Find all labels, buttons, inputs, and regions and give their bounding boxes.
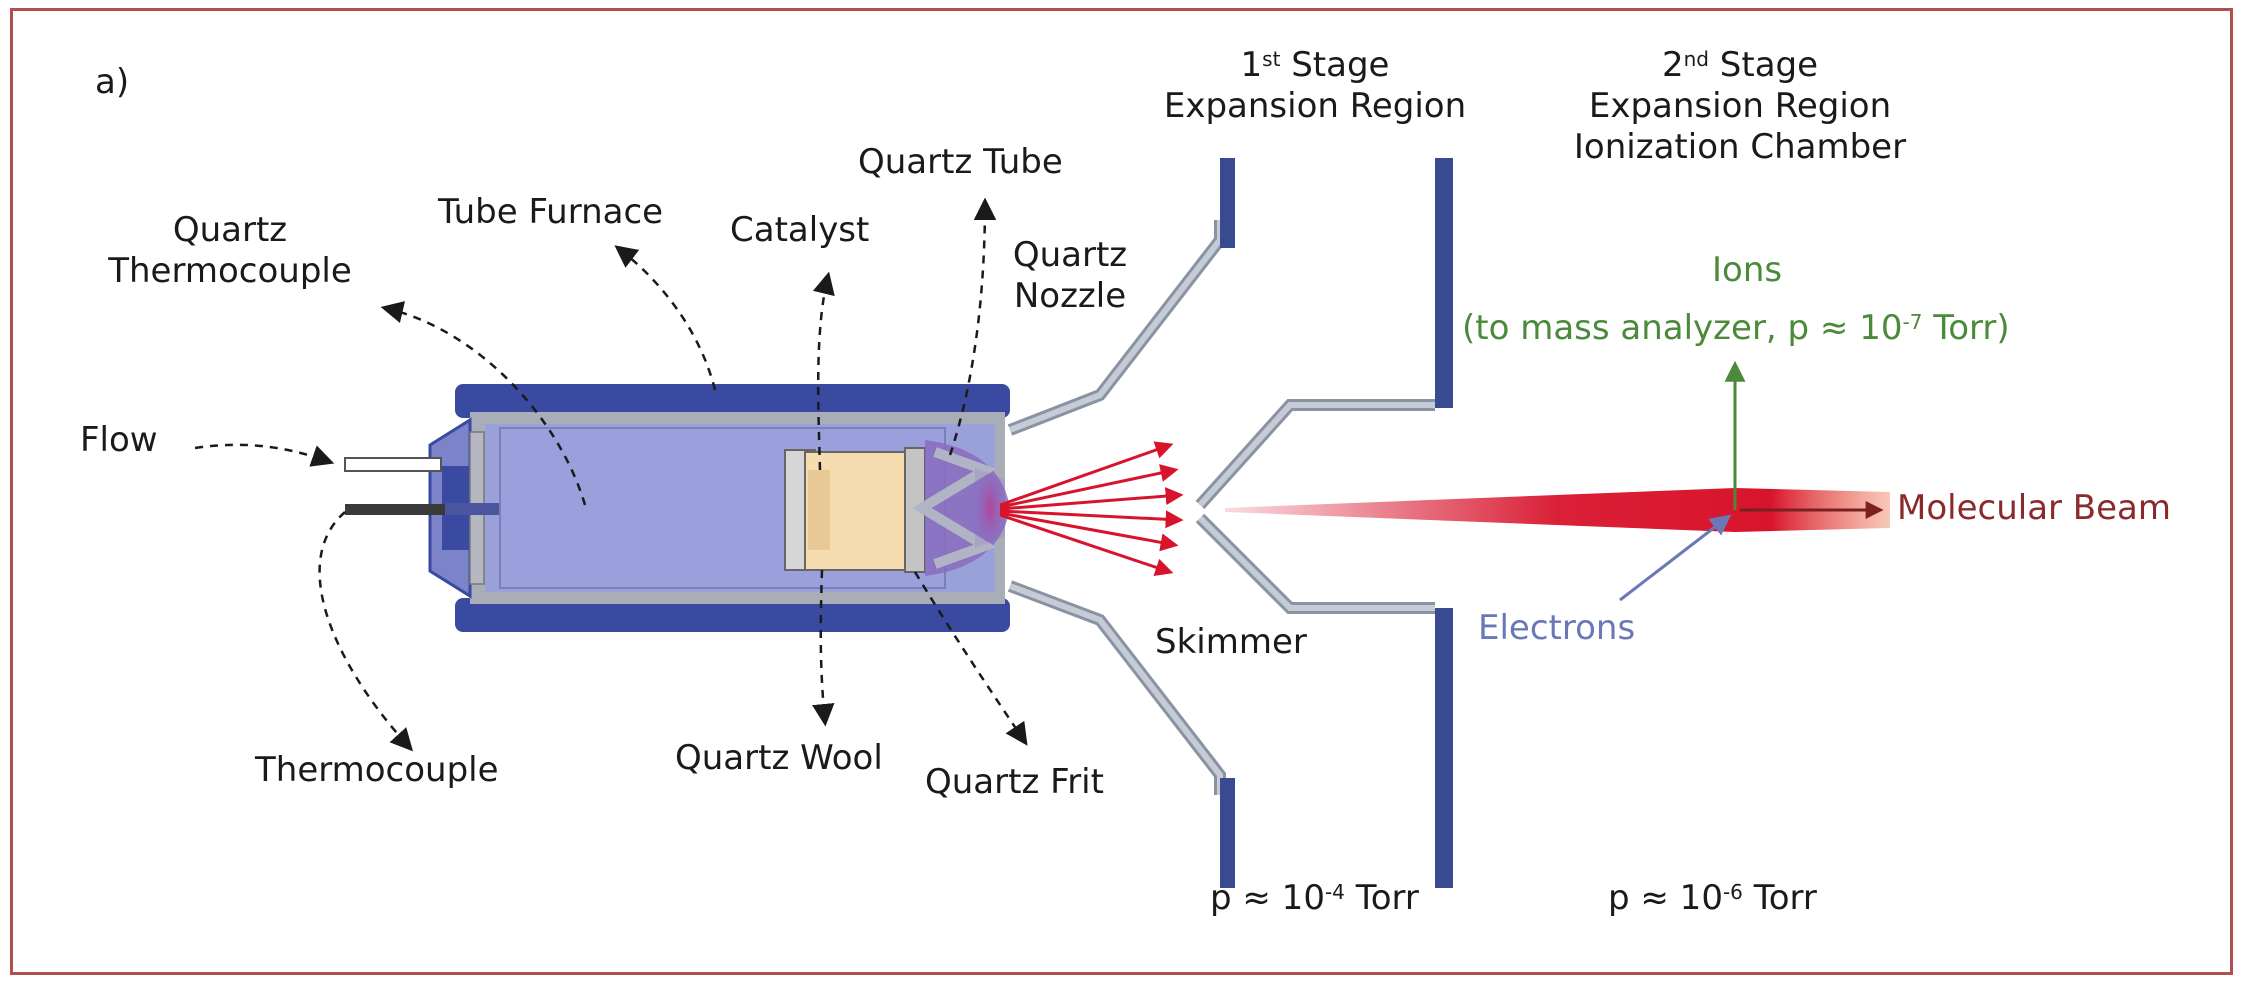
flow-leader-arrow	[194, 443, 335, 467]
molecular-beam	[1225, 488, 1890, 532]
quartz-thermocouple-leader-arrow	[380, 301, 587, 506]
catalyst-bed	[784, 449, 911, 571]
thermocouple-leader-arrow	[318, 511, 414, 752]
second-stage-line1: 2nd Stage	[1661, 45, 1819, 85]
quartz-wool-label: Quartz Wool	[675, 738, 883, 778]
quartz-nozzle-line1: Quartz	[1012, 235, 1128, 275]
quartz-tube-label: Quartz Tube	[858, 142, 1063, 182]
first-stage-pressure: p ≈ 10-4 Torr	[1210, 878, 1419, 918]
tube-furnace-label: Tube Furnace	[438, 192, 664, 232]
electrons-arrow	[1619, 514, 1732, 602]
quartz-thermocouple-line2: Thermocouple	[108, 250, 352, 291]
quartz-nozzle	[912, 440, 1010, 576]
first-stage-line2: Expansion Region	[1163, 85, 1467, 126]
catalyst-label: Catalyst	[730, 210, 870, 250]
thermocouple-label: Thermocouple	[255, 750, 499, 790]
quartz-wool-leader-arrow	[812, 569, 835, 727]
second-stage-title: 2nd Stage Expansion Region Ionization Ch…	[1535, 45, 1945, 167]
first-stage-line1: 1st Stage	[1240, 45, 1390, 85]
flow-inlet-tube	[344, 457, 442, 472]
second-stage-line2: Expansion Region	[1588, 85, 1892, 126]
ions-label: Ions	[1712, 250, 1783, 290]
panel-label: a)	[95, 62, 130, 102]
quartz-thermocouple-label: Quartz Thermocouple	[85, 210, 375, 292]
second-stage-pressure: p ≈ 10-6 Torr	[1608, 878, 1817, 918]
second-stage-wall	[1435, 158, 1453, 888]
molecular-beam-label: Molecular Beam	[1897, 488, 2172, 528]
supersonic-expansion-rays	[999, 441, 1184, 576]
skimmer-cone	[1195, 399, 1435, 614]
tube-furnace-leader-arrow	[614, 245, 717, 391]
first-stage-title: 1st Stage Expansion Region	[1140, 45, 1490, 127]
quartz-tube-leader-arrow	[948, 197, 997, 456]
figure-frame	[10, 8, 2233, 975]
first-stage-wall	[1220, 158, 1235, 888]
quartz-nozzle-label: Quartz Nozzle	[1000, 235, 1140, 317]
ions-detail-label: (to mass analyzer, p ≈ 10-7 Torr)	[1462, 308, 2010, 348]
flow-label: Flow	[80, 420, 158, 460]
skimmer-label: Skimmer	[1155, 622, 1307, 662]
quartz-frit-label: Quartz Frit	[925, 762, 1104, 802]
quartz-thermocouple-line1: Quartz	[172, 210, 288, 250]
quartz-nozzle-line2: Nozzle	[1013, 275, 1127, 316]
second-stage-line3: Ionization Chamber	[1573, 126, 1907, 167]
electrons-label: Electrons	[1478, 608, 1636, 648]
